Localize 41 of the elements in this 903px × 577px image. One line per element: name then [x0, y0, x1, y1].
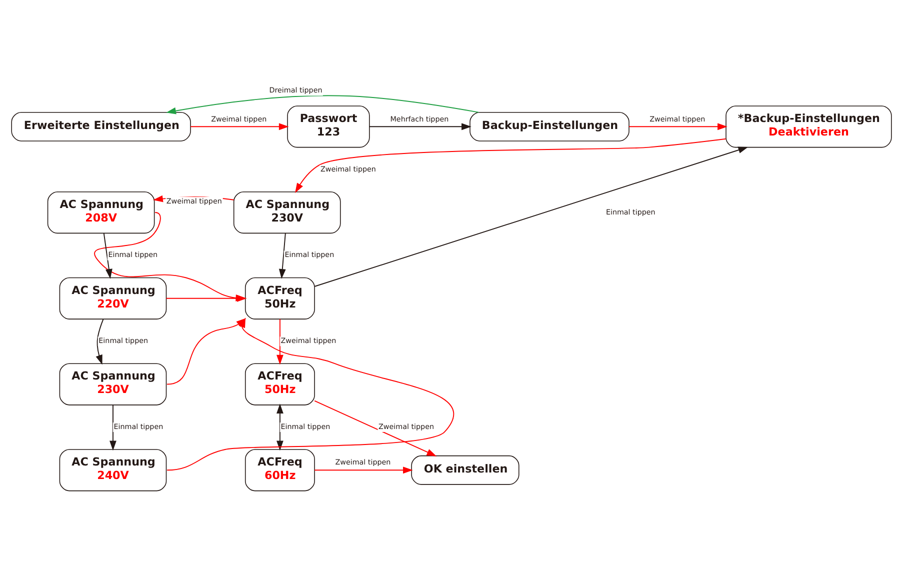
- node-box: AC Spannung 230V: [59, 363, 167, 406]
- node-box: AC Spannung 240V: [59, 449, 167, 492]
- arrow: [103, 232, 112, 279]
- arrow: [96, 318, 104, 365]
- node-box: ACFreq 60Hz: [244, 449, 315, 492]
- edge-label: Zweimal tippen: [378, 422, 434, 431]
- node-box: ACFreq 50Hz: [244, 363, 315, 406]
- arrow: [166, 95, 480, 114]
- edge-label: Mehrfach tippen: [390, 114, 449, 124]
- node-box: Erweiterte Einstellungen: [11, 112, 191, 142]
- arrow: [314, 146, 748, 287]
- edge-label: Einmal tippen: [98, 336, 148, 346]
- node-box: OK einstellen: [411, 455, 520, 485]
- edge-label: Zweimal tippen: [650, 114, 706, 124]
- edge-label: Dreimal tippen: [269, 86, 322, 95]
- arrow: [110, 404, 116, 451]
- edge-label: Einmal tippen: [284, 250, 334, 260]
- arrow: [276, 404, 284, 451]
- node-box: ACFreq 50Hz: [244, 277, 315, 320]
- node-box: Backup-Einstellungen: [470, 112, 630, 142]
- arrow: [314, 466, 413, 474]
- arrow: [628, 123, 728, 130]
- arrow: [295, 138, 726, 193]
- node-box: AC Spannung 230V: [233, 191, 341, 234]
- edge-label: Einmal tippen: [108, 250, 158, 260]
- arrow: [190, 123, 289, 130]
- arrow: [276, 318, 284, 365]
- edge-label: Einmal tippen: [280, 422, 330, 431]
- node-box: AC Spannung 220V: [59, 277, 167, 320]
- edge-label: Zweimal tippen: [320, 164, 376, 174]
- node-box: Passwort 123: [287, 106, 370, 148]
- edge-label: Zweimal tippen: [335, 458, 391, 467]
- arrow: [369, 123, 472, 130]
- edge-label: Einmal tippen: [114, 422, 164, 431]
- node-box: AC Spannung 208V: [47, 191, 155, 234]
- arrow: [278, 232, 286, 279]
- edge-label: Zweimal tippen: [211, 114, 267, 124]
- node-box: *Backup-Einstellungen Deaktivieren: [726, 106, 892, 148]
- edge-label: Zweimal tippen: [166, 196, 222, 206]
- edge-label: Zweimal tippen: [280, 336, 336, 346]
- edge-label: Einmal tippen: [606, 207, 656, 216]
